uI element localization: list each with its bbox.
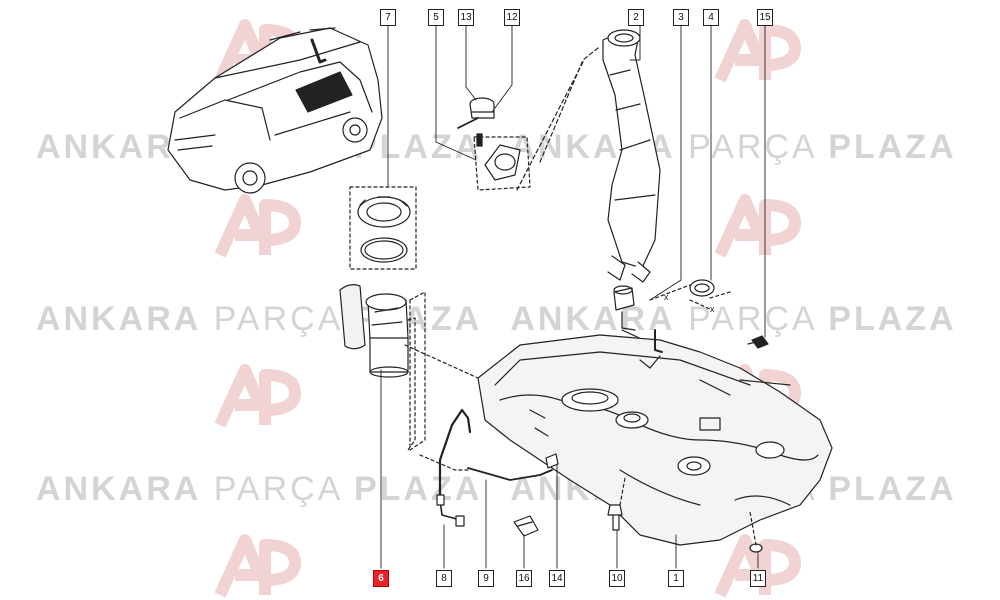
callout-3[interactable]: 3 [673, 9, 689, 26]
logo-watermark-icon [214, 194, 301, 258]
callout-4[interactable]: 4 [703, 9, 719, 26]
callout-5[interactable]: 5 [428, 9, 444, 26]
part-bolt [607, 477, 626, 531]
part-filler-neck [516, 29, 661, 283]
part-hose [613, 285, 649, 343]
car-illustration [167, 27, 383, 194]
part-sensor-lead [436, 408, 472, 527]
callout-15[interactable]: 15 [757, 9, 773, 26]
part-small-clip [545, 453, 559, 469]
callout-2[interactable]: 2 [628, 9, 644, 26]
part-lock-ring [349, 186, 417, 270]
callout-10[interactable]: 10 [609, 570, 625, 587]
callout-1[interactable]: 1 [668, 570, 684, 587]
callout-13[interactable]: 13 [458, 9, 474, 26]
dimension-mark: x [710, 304, 715, 314]
callout-11[interactable]: 11 [750, 570, 766, 587]
callout-7[interactable]: 7 [380, 9, 396, 26]
part-clamp [649, 279, 731, 311]
part-pipe [419, 454, 553, 481]
logo-watermark-icon [714, 19, 801, 83]
dimension-mark: x [664, 292, 669, 302]
callout-12[interactable]: 12 [504, 9, 520, 26]
logo-watermark-icon [214, 364, 301, 428]
logo-watermark-icon [214, 534, 301, 598]
part-sender-unit [457, 97, 531, 191]
leader-lines [380, 24, 766, 569]
part-fuel-tank [404, 329, 833, 546]
part-bracket [513, 515, 539, 537]
logo-watermark-icon [714, 194, 801, 258]
callout-14[interactable]: 14 [549, 570, 565, 587]
callout-9[interactable]: 9 [478, 570, 494, 587]
part-clip [747, 335, 769, 349]
callout-6[interactable]: 6 [373, 570, 389, 587]
callout-16[interactable]: 16 [516, 570, 532, 587]
part-fuel-pump [339, 284, 426, 451]
callout-8[interactable]: 8 [436, 570, 452, 587]
part-washer [749, 511, 763, 553]
